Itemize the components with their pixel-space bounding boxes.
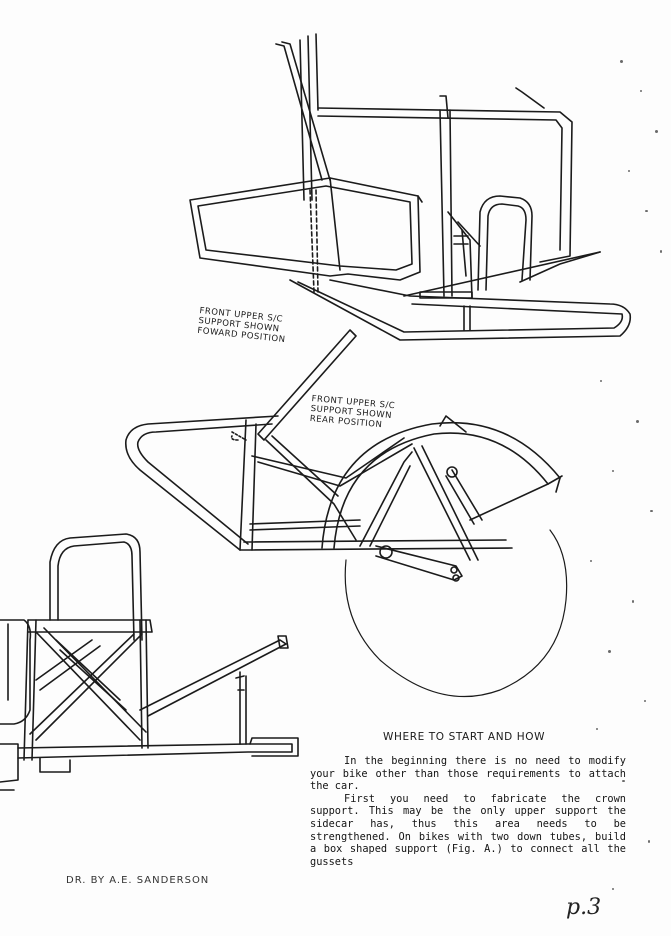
- page-number: p.3: [566, 895, 602, 920]
- body-text: In the beginning there is no need to mod…: [310, 755, 626, 868]
- bottom-frame-drawing: [0, 533, 299, 791]
- top-frame-drawing: [189, 33, 632, 341]
- paragraph-1: In the beginning there is no need to mod…: [310, 755, 626, 793]
- section-heading: WHERE TO START AND HOW: [383, 731, 546, 743]
- paragraph-2: First you need to fabricate the crown su…: [310, 792, 626, 868]
- middle-frame-drawing: [124, 329, 568, 698]
- drawing-credit: DR. BY A.E. SANDERSON: [66, 875, 210, 886]
